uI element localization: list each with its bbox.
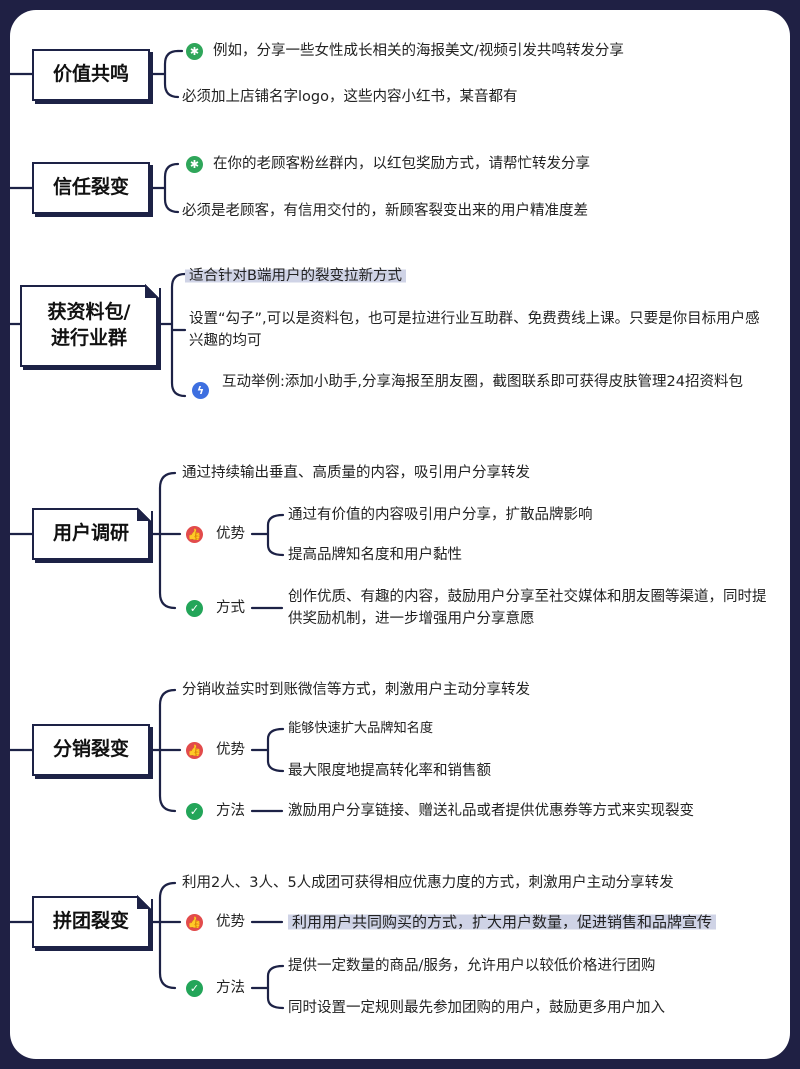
leaf-text: 分销收益实时到账微信等方式，刺激用户主动分享转发 <box>182 682 530 698</box>
runner-icon: ✱ <box>186 43 203 60</box>
node-value-resonance: 价值共鸣 <box>32 49 150 101</box>
leaf-text: 利用2人、3人、5人成团可获得相应优惠力度的方式，刺激用户主动分享转发 <box>182 875 674 891</box>
leaf-text: 能够快速扩大品牌知名度 <box>288 721 434 736</box>
leaf-text: 创作优质、有趣的内容，鼓励用户分享至社交媒体和朋友圈等渠道，同时提供奖励机制，进… <box>288 589 767 627</box>
leaf-text: 激励用户分享链接、赠送礼品或者提供优惠券等方式来实现裂变 <box>288 803 694 819</box>
node-user-research: 用户调研 <box>32 507 151 560</box>
leaf-text: 设置“勾子”,可以是资料包，也可是拉进行业互助群、免费费线上课。只要是你目标用户… <box>189 311 760 349</box>
method-label: 方法 <box>216 980 245 996</box>
advantage-label: 优势 <box>216 914 245 930</box>
thumbs-up-icon: 👍 <box>186 742 203 759</box>
connector-lines <box>10 49 285 1010</box>
leaf-text: 在你的老顾客粉丝群内，以红包奖励方式，请帮忙转发分享 <box>213 156 590 172</box>
leaf-text-highlighted: 适合针对B端用户的裂变拉新方式 <box>185 265 406 287</box>
thumbs-up-icon: 👍 <box>186 526 203 543</box>
runner-icon: ✱ <box>186 156 203 173</box>
node-title: 价值共鸣 <box>52 63 129 86</box>
thumbs-up-icon: 👍 <box>186 914 203 931</box>
node-title: 信任裂变 <box>52 176 129 199</box>
node-resource-pack-group: 获资料包/ 进行业群 <box>20 284 159 367</box>
leaf-text: 必须加上店铺名字logo，这些内容小红书，某音都有 <box>182 89 518 105</box>
node-distribution-fission: 分销裂变 <box>32 724 150 776</box>
page-fold <box>137 895 151 909</box>
node-title: 拼团裂变 <box>52 910 129 933</box>
check-icon: ✓ <box>186 600 203 617</box>
leaf-text: 通过持续输出垂直、高质量的内容，吸引用户分享转发 <box>182 465 530 481</box>
node-group-buy-fission: 拼团裂变 <box>32 895 151 948</box>
leaf-text: 提高品牌知名度和用户黏性 <box>288 547 462 563</box>
check-icon: ✓ <box>186 803 203 820</box>
method-label: 方式 <box>216 600 245 616</box>
node-title: 用户调研 <box>52 522 129 545</box>
node-title-line1: 获资料包/ <box>47 301 131 324</box>
leaf-text: 通过有价值的内容吸引用户分享，扩散品牌影响 <box>288 507 593 523</box>
page-fold <box>145 284 159 298</box>
leaf-text: 互动举例:添加小助手,分享海报至朋友圈，截图联系即可获得皮肤管理24招资料包 <box>222 374 743 390</box>
lightning-icon: ϟ <box>192 382 209 399</box>
leaf-text: 同时设置一定规则最先参加团购的用户，鼓励更多用户加入 <box>288 1000 665 1016</box>
node-title: 分销裂变 <box>52 738 129 761</box>
advantage-label: 优势 <box>216 742 245 758</box>
advantage-label: 优势 <box>216 526 245 542</box>
node-trust-fission: 信任裂变 <box>32 162 150 214</box>
node-title-line2: 进行业群 <box>50 327 127 349</box>
leaf-text: 最大限度地提高转化率和销售额 <box>288 763 491 779</box>
mind-map-card: 价值共鸣 ✱ 例如，分享一些女性成长相关的海报美文/视频引发共鸣转发分享 必须加… <box>10 10 790 1059</box>
check-icon: ✓ <box>186 980 203 997</box>
leaf-text: 提供一定数量的商品/服务，允许用户以较低价格进行团购 <box>288 958 656 974</box>
page-fold <box>137 507 151 521</box>
highlight-text: 适合针对B端用户的裂变拉新方式 <box>185 268 406 284</box>
highlight-text: 利用用户共同购买的方式，扩大用户数量，促进销售和品牌宣传 <box>288 913 717 931</box>
leaf-text: 例如，分享一些女性成长相关的海报美文/视频引发共鸣转发分享 <box>213 43 624 59</box>
leaf-text-highlighted: 利用用户共同购买的方式，扩大用户数量，促进销售和品牌宣传 <box>288 911 717 933</box>
method-label: 方法 <box>216 803 245 819</box>
leaf-text: 必须是老顾客，有信用交付的，新顾客裂变出来的用户精准度差 <box>182 203 588 219</box>
